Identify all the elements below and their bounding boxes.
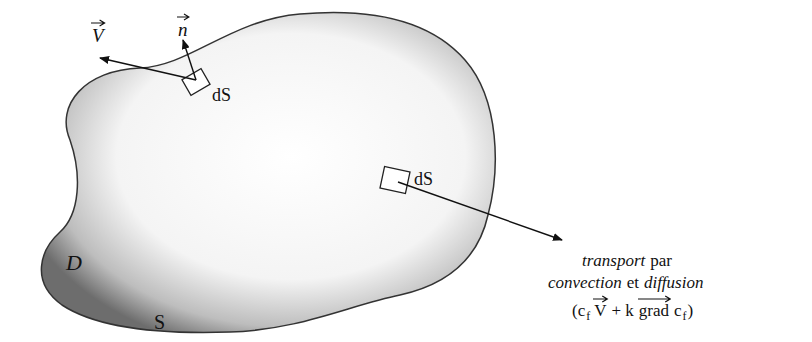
caption-word: et (627, 274, 639, 291)
formula-subscript: f (586, 310, 590, 322)
flux-vector (398, 182, 562, 240)
surface-label: S (154, 312, 165, 332)
domain-outline (41, 13, 495, 333)
vector-arrow-stroke (638, 296, 670, 302)
formula-part: V (594, 302, 606, 319)
vector-symbol: n (178, 20, 188, 39)
vector-arrow-stroke (593, 296, 607, 302)
domain-label: D (66, 252, 82, 274)
surface-element (380, 167, 410, 194)
element-label: dS (414, 170, 433, 188)
formula-part: c (674, 302, 682, 319)
surface-element (182, 69, 210, 96)
formula-part: + k (612, 302, 634, 319)
caption-word: transport (582, 252, 645, 269)
vector-arrow-stroke (177, 14, 189, 20)
caption-word: convection (548, 274, 622, 291)
vector-symbol: V (92, 26, 104, 45)
normal-vector (183, 40, 196, 80)
formula-part: ) (688, 302, 694, 319)
formula-subscript: f (683, 310, 687, 322)
vector-arrow-stroke (91, 20, 105, 26)
element-label: dS (212, 86, 231, 104)
formula-part: grad (639, 302, 669, 319)
caption-word: diffusion (644, 274, 704, 291)
velocity-vector (100, 58, 196, 80)
caption-word: par (650, 252, 672, 269)
formula-part: (c (572, 302, 585, 319)
